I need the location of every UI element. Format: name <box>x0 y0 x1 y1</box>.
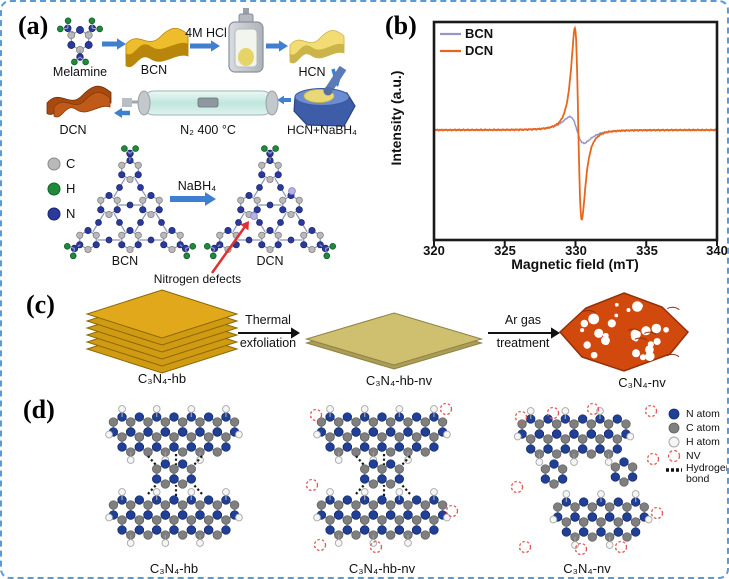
x-tick-330: 330 <box>565 243 587 258</box>
x-tick-325: 325 <box>494 243 516 258</box>
reagent-label: NaBH₄ <box>177 179 217 193</box>
panel-a-label: (a) <box>18 11 49 40</box>
melamine-label: Melamine <box>52 65 108 79</box>
panel-d-label: (d) <box>23 395 55 424</box>
y-axis-label: Intensity (a.u.) <box>388 70 404 166</box>
furnace-label: N₂ 400 °C <box>180 123 236 137</box>
nitrogen-defects-label: Nitrogen defects <box>153 272 242 286</box>
c3n4-hb-label: C₃N₄-hb <box>137 371 187 386</box>
panel-b-label: (b) <box>385 11 417 40</box>
bcn-sheet-label: BCN <box>140 63 168 77</box>
x-tick-335: 335 <box>636 243 658 258</box>
mortar-label: HCN+NaBH₄ <box>287 123 357 137</box>
panel-c-label: (c) <box>26 290 55 319</box>
legend-h-label: H <box>66 181 76 196</box>
legend-hydrogen-bond: Hydrogen bond <box>686 462 729 485</box>
panel-a-graphics <box>46 8 356 274</box>
panel-c-graphics <box>85 289 690 374</box>
dcn-structure-label: DCN <box>256 254 284 268</box>
legend-n-label: N <box>66 206 76 221</box>
dcn-sheet-label: DCN <box>59 123 87 137</box>
legend-h-atom: H atom <box>686 436 720 448</box>
struct1-label: C₃N₄-hb <box>149 561 199 576</box>
panel-b-epr-plot <box>432 20 719 246</box>
legend-dcn-label: DCN <box>465 43 494 58</box>
x-tick-320: 320 <box>423 243 445 258</box>
c3n4-hb-nv-label: C₃N₄-hb-nv <box>365 373 433 388</box>
legend-nv: NV <box>686 450 701 462</box>
legend-c-label: C <box>66 156 76 171</box>
legend-bcn-label: BCN <box>465 26 494 41</box>
exfoliation-label: exfoliation <box>239 336 297 350</box>
c3n4-nv-label: C₃N₄-nv <box>618 375 666 390</box>
x-axis-label: Magnetic field (mT) <box>511 256 639 272</box>
struct3-label: C₃N₄-nv <box>563 561 611 576</box>
x-tick-340: 340 <box>706 243 728 258</box>
struct2-label: C₃N₄-hb-nv <box>348 561 416 576</box>
thermal-label: Thermal <box>245 313 291 327</box>
legend-c-atom: C atom <box>686 422 720 434</box>
bcn-structure-label: BCN <box>111 254 139 268</box>
ar-gas-label: Ar gas <box>504 313 542 327</box>
legend-n-atom: N atom <box>686 408 720 420</box>
treatment-label: treatment <box>496 336 550 350</box>
panel-d-graphics <box>105 402 682 556</box>
hcl-label: 4M HCl <box>185 26 227 40</box>
hcn-sheet-label: HCN <box>298 65 326 79</box>
